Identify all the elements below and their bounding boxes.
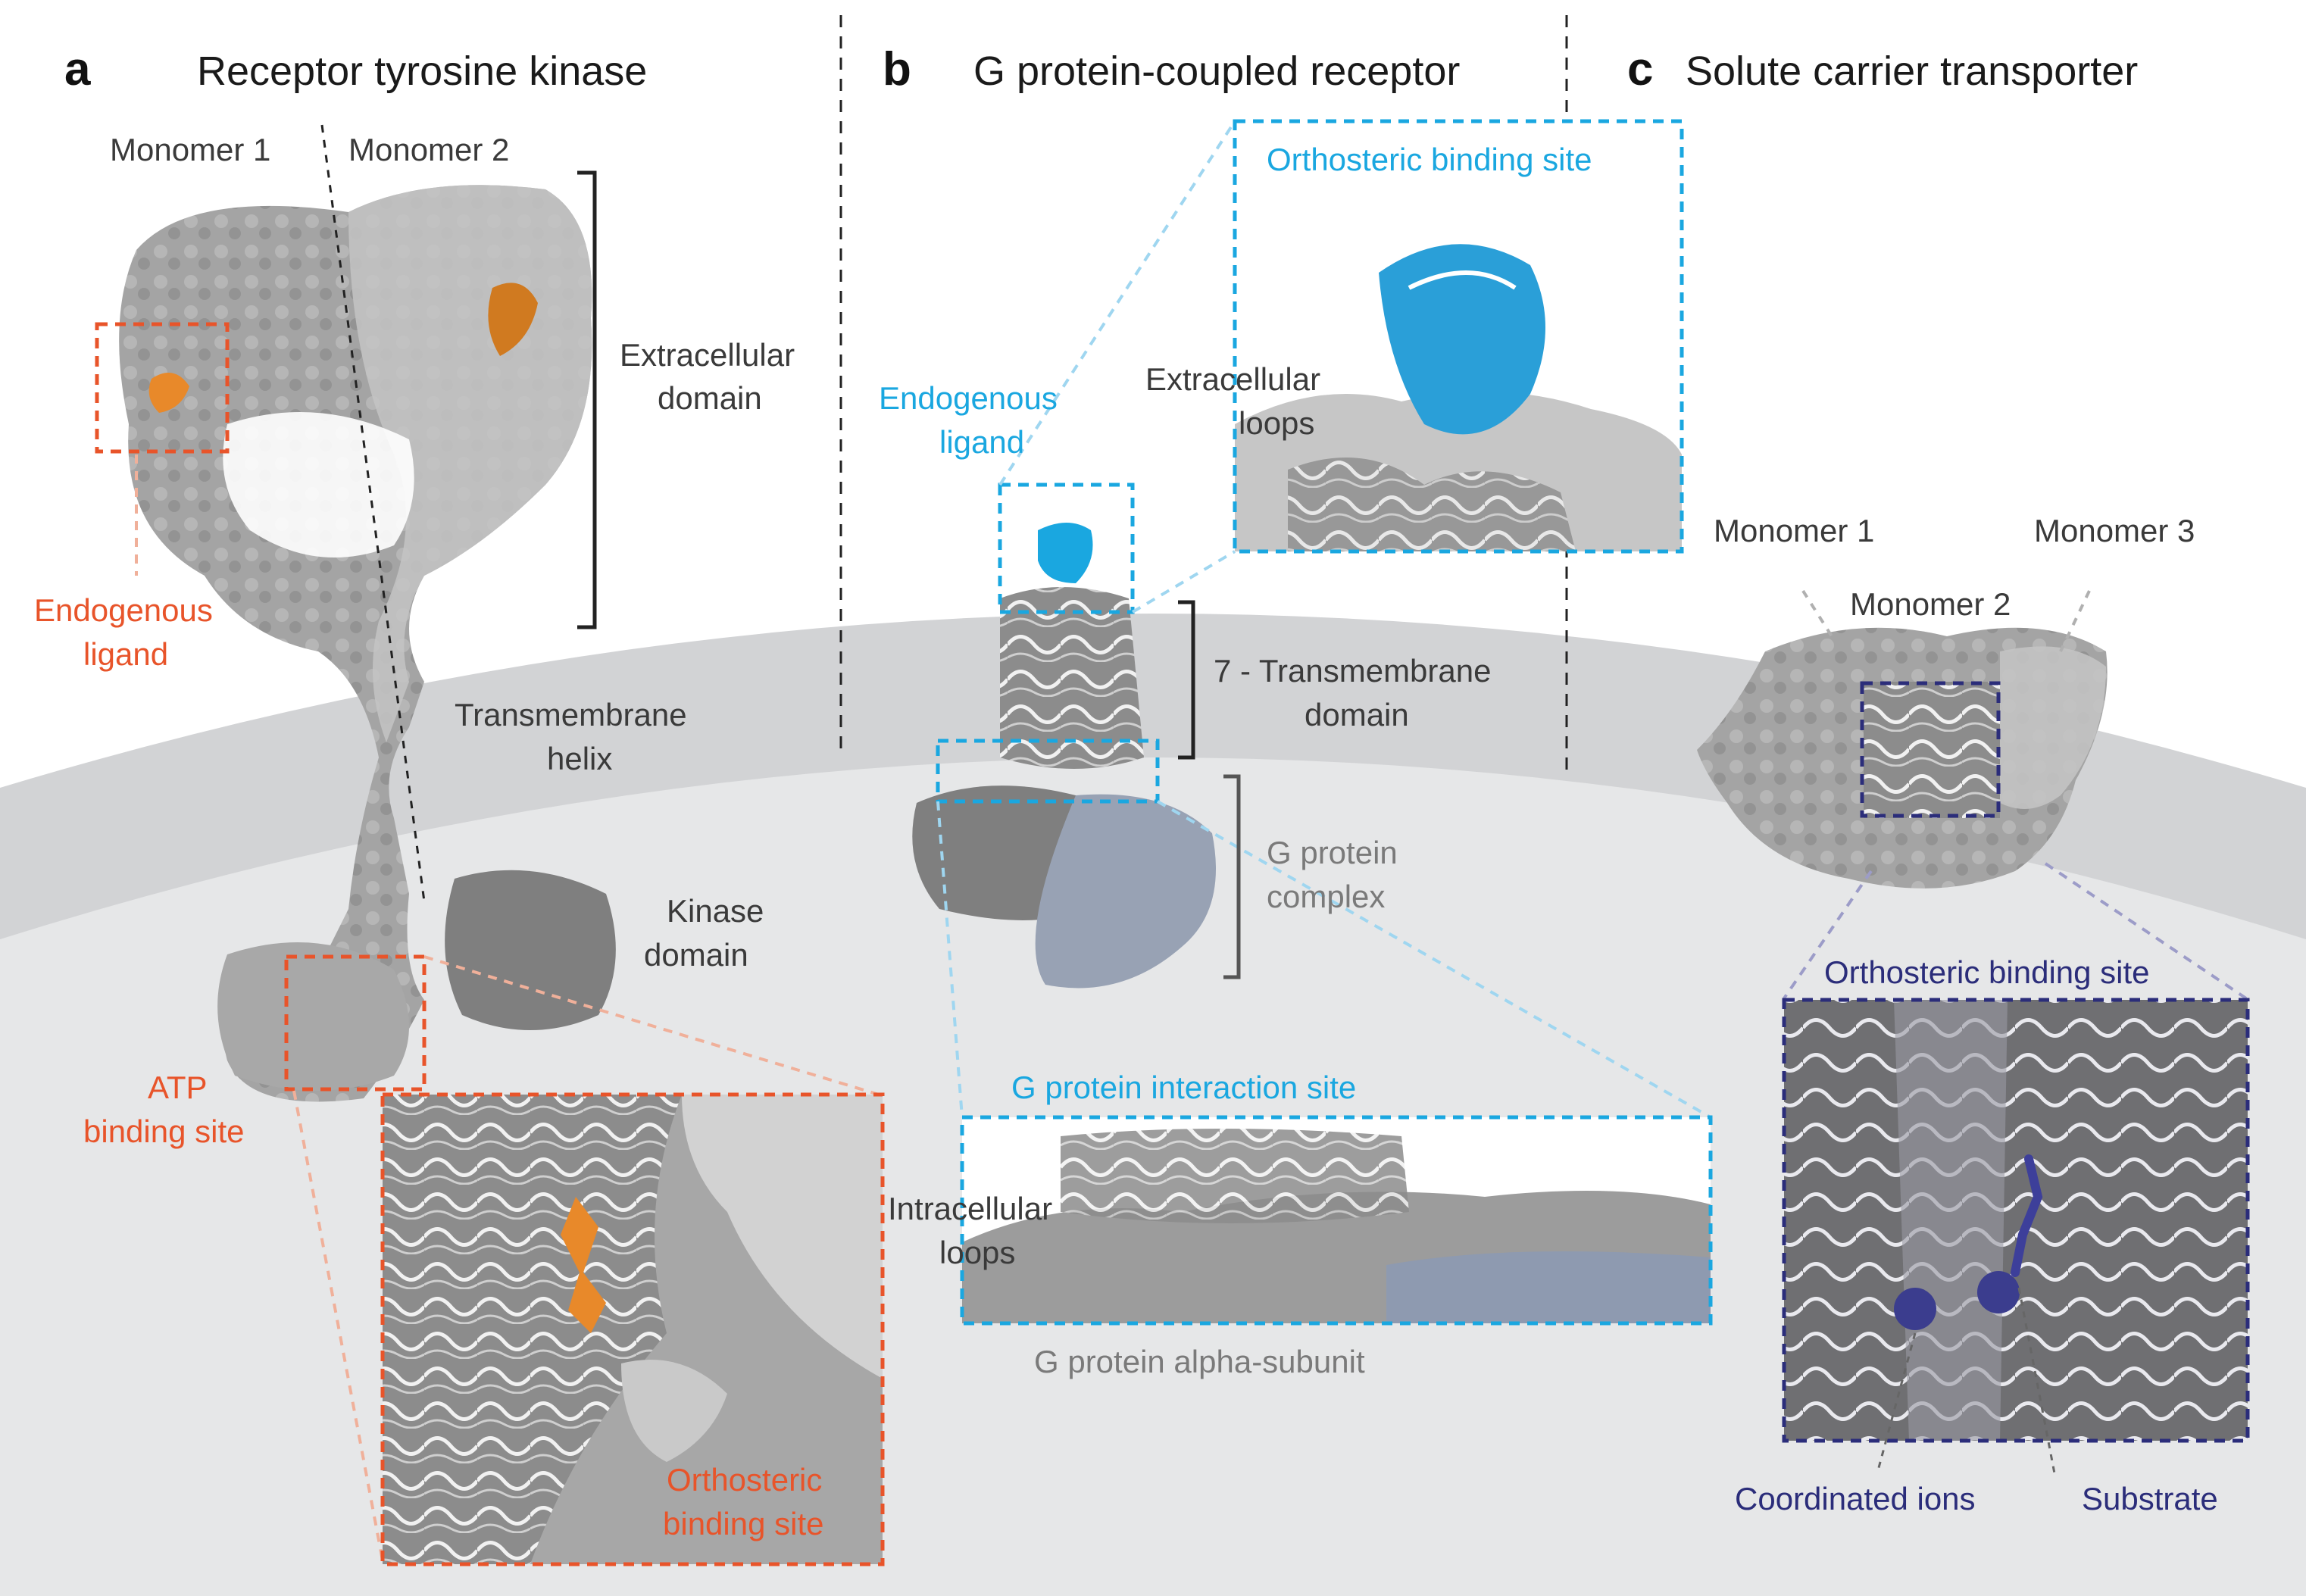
g-protein-blue [1035,794,1216,989]
rtk-structure [119,185,616,1102]
ligand-ribbon-2 [488,283,538,356]
ligand-ribbon-1 [148,373,189,413]
panel-b-title: G protein-coupled receptor [973,48,1460,94]
gprotein-bracket [1223,774,1241,979]
kinase-domain-label-2: domain [644,937,748,973]
g-protein-complex-label-1: G protein [1267,835,1398,870]
orthosteric-inset-b [1233,119,1684,554]
g-protein-complex-label-2: complex [1267,879,1385,914]
slc-leader-1 [1783,870,1873,1000]
slc-site-box [1860,681,2001,818]
panel-c-letter: c [1627,43,1653,95]
panel-a-title: Receptor tyrosine kinase [197,48,647,94]
tm-domain-label-b-1: 7 - Transmembrane [1214,653,1491,689]
extracellular-domain-label-2: domain [658,380,762,416]
orthosteric-site-label-b: Orthosteric binding site [1267,142,1592,177]
transmembrane-helix-label-1: Transmembrane [455,697,687,732]
monomer-divider-a [320,124,426,902]
interaction-leader-2 [1157,800,1711,1119]
transmembrane-helix-label-2: helix [547,741,612,776]
kinase-left-shape [217,942,409,1091]
extracellular-loops-label-1: Extracellular [1145,361,1320,397]
atp-box [284,954,427,1092]
panel-a-letter: a [64,43,91,95]
panel-b: b G protein-coupled receptor [879,43,1713,1379]
atp-ligand [561,1197,606,1333]
intracellular-loops-label-1: Intracellular [888,1191,1052,1226]
orthosteric-site-label-c: Orthosteric binding site [1824,954,2150,990]
ligand-leader-b-2 [1131,550,1236,614]
panel-a: a Receptor tyrosine kinase [34,43,885,1566]
slc-leader-2 [2044,862,2248,1000]
tm-domain-label-b-2: domain [1305,697,1409,732]
kinase-domain-shape [445,870,616,1030]
intracellular-loops-label-2: loops [939,1235,1015,1270]
monomer2-label-a: Monomer 2 [348,132,509,167]
endogenous-ligand-label-b-1: Endogenous [879,380,1058,416]
ligand-box-b [998,483,1135,614]
peptide-ligand [1379,244,1545,435]
monomer2-label-c: Monomer 2 [1850,586,2011,622]
gpcr-ligand [1038,523,1093,583]
m3-leader [2059,590,2091,652]
coordinated-ion-1 [1894,1288,1936,1330]
atp-binding-site-label-2: binding site [83,1113,244,1149]
ligand-box-a [95,322,230,454]
orthosteric-site-label-a-1: Orthosteric [667,1462,822,1498]
monomer3-label-c: Monomer 3 [2034,513,2195,548]
monomer1-label-a: Monomer 1 [110,132,270,167]
coordinated-ions-label: Coordinated ions [1735,1481,1976,1516]
substrate-stick [2011,1154,2043,1277]
orthosteric-inset-c [1782,998,2250,1443]
atp-binding-site-label-1: ATP [148,1070,208,1105]
atp-leader-1 [423,955,880,1096]
atp-leader-2 [292,1090,384,1561]
tm-bracket-b [1178,600,1195,760]
substrate-label: Substrate [2082,1481,2218,1516]
interaction-inset-b [960,1115,1713,1326]
endogenous-ligand-label-a-2: ligand [83,636,168,672]
extracellular-domain-label-1: Extracellular [620,337,795,373]
gpcr-7tm [1000,587,1144,769]
extracellular-bracket [577,170,597,629]
interaction-box-small [936,739,1160,804]
coordinated-ion-2 [1977,1271,2020,1313]
monomer1-label-c: Monomer 1 [1714,513,1874,548]
ligand-leader-b-1 [998,120,1236,486]
orthosteric-site-label-a-2: binding site [663,1506,823,1541]
extracellular-loops-label-2: loops [1239,405,1314,441]
panel-c-title: Solute carrier transporter [1686,48,2138,94]
panel-b-letter: b [883,43,911,95]
interaction-site-label: G protein interaction site [1011,1070,1356,1105]
slc-structure [1697,627,2108,889]
endogenous-ligand-label-a-1: Endogenous [34,592,213,628]
kinase-domain-label-1: Kinase [667,893,764,929]
panel-c: c Solute carrier transporter Monomer 1 [1627,43,2250,1516]
orthosteric-inset-a [380,1092,885,1566]
gpcr-structure [912,523,1216,989]
interaction-leader-1 [936,801,964,1118]
endogenous-ligand-label-b-2: ligand [939,424,1024,460]
alpha-subunit-label: G protein alpha-subunit [1034,1344,1365,1379]
